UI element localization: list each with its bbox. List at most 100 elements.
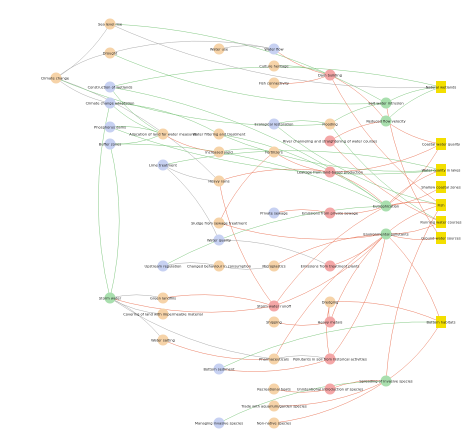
node-label: Water quality in lakes [422,168,461,172]
edge-water-filtering-to-eutrophication [218,133,387,207]
edge-dam-building-to-fish [329,74,442,206]
node-circle [213,260,225,272]
node-culture-heritage[interactable]: Culture heritage [259,60,289,72]
node-label: Water flow [264,47,283,51]
node-sludge[interactable]: Sludge from sewage treatment [191,217,248,229]
node-circle [104,18,116,30]
node-flooding[interactable]: Flooding [322,118,338,130]
node-heavy-metals[interactable]: Heavy metals [318,316,343,328]
edge-bottom-sediment-to-bottom-habitats [218,321,442,370]
node-bottom-sediment[interactable]: Bottom sediment [203,363,235,375]
node-upstream-regulation[interactable]: Upstream regulation [145,260,182,272]
node-water-salting[interactable]: Water salting [151,334,175,346]
node-label: Climate change [41,76,70,80]
node-label: Fish [438,203,445,207]
edge-climate-change-to-flooding [55,77,331,126]
node-emissions-private-sewage[interactable]: Emissions from private sewage [302,207,359,219]
node-water-quality-lakes[interactable]: Water quality in lakes [422,164,461,176]
node-label: Culture heritage [259,64,289,68]
node-managing-invasive[interactable]: Managing invasive species [195,417,243,429]
edge-dam-building-to-reduced-flow-velocity [329,74,387,122]
node-climate-adaptation[interactable]: Climate change adaptation [86,97,135,109]
node-circle [213,217,225,229]
node-eutrophication[interactable]: Eutrophication [373,200,399,212]
node-spreading-invasive[interactable]: Spreading of invasive species [359,375,413,387]
node-water-use[interactable]: Water use [210,43,229,55]
node-label: Heavy metals [318,320,343,324]
node-label: Trade with aquarium/garden species [240,404,307,408]
node-leakage-land-production[interactable]: Leakage from land-based production [297,166,363,178]
edge-upstream-regulation-to-eutrophication [162,205,387,267]
edge-river-channeling-to-running-water-courses [329,140,442,223]
edge-water-filtering-to-water-quality-lakes [218,133,442,172]
node-fish-connectivity[interactable]: Fish connectivity [259,77,290,89]
edge-climate-adaptation-to-water-filtering [109,102,220,135]
edge-microplastics-to-environmental-pollutants [273,233,387,267]
node-allocation-land[interactable]: Allocation of land for water measures [129,128,197,140]
node-circle [50,72,62,84]
node-covering-soil[interactable]: Covering of land with impermeable materi… [123,308,203,320]
node-climate-change[interactable]: Climate change [41,72,70,84]
node-circle [324,260,336,272]
node-square [436,199,446,211]
node-pollutants-historical[interactable]: Pollutants in soil from historical activ… [293,353,367,365]
node-label: Emissions from private sewage [302,211,359,215]
node-unintentional-intro[interactable]: Unintentional introduction of species [297,383,363,395]
node-pharmaceuticals[interactable]: Pharmaceuticals [259,353,289,365]
edge-spreading-invasive-to-bottom-habitats [385,321,442,382]
node-storm-water[interactable]: Storm water [99,292,122,304]
node-shallow-coastal-zones[interactable]: Shallow coastal zones [421,181,461,193]
node-storm-water-runoff[interactable]: Storm water runoff [257,300,292,312]
node-salt-water-intrusion[interactable]: Salt water intrusion [368,97,404,109]
node-heavy-rains[interactable]: Heavy rains [208,175,230,187]
node-ecological-restoration[interactable]: Ecological restoration [255,118,294,130]
node-fertilizers[interactable]: Fertilizers [265,146,283,158]
node-label: Bottom sediment [203,367,235,371]
node-emissions-treatment-plants[interactable]: Emissions from treatment plants [301,260,360,272]
node-running-water-courses[interactable]: Running water courses [420,216,462,228]
node-trade-aquarium[interactable]: Trade with aquarium/garden species [240,400,307,412]
edge-non-native-species-to-spreading-invasive [273,380,387,424]
node-label: Increased yield [205,150,232,154]
node-shipping[interactable]: Shipping [266,316,282,328]
node-label: Non-native species [257,421,291,425]
edge-storm-water-to-buffer-zones [109,143,120,299]
node-environmental-pollutants[interactable]: Environmental pollutants [363,228,409,240]
node-water-flow[interactable]: Water flow [264,43,284,55]
node-coastal-water-quality[interactable]: Coastal water quality [422,138,461,150]
node-reduced-flow-velocity[interactable]: Reduced flow velocity [366,115,407,127]
node-drought[interactable]: Drought [103,47,118,59]
node-square [436,232,446,244]
node-changed-behaviour[interactable]: Changed behaviour in consumption [187,260,251,272]
node-dam-building[interactable]: Dam building [318,69,342,81]
node-increased-yield[interactable]: Increased yield [205,146,233,158]
node-bottom-habitats[interactable]: Bottom habitats [427,316,456,328]
node-river-channeling[interactable]: River channeling and straightening of wa… [283,135,377,147]
node-sea-level-rise[interactable]: Sea level rise [98,18,123,30]
node-circle [380,375,392,387]
node-label: Leakage from land-based production [297,170,363,174]
node-label: Recreational boats [257,387,291,391]
node-buffer-zones[interactable]: Buffer zones [99,138,122,150]
node-lime-treatment[interactable]: Lime treatment [149,159,178,171]
node-circle [324,166,336,178]
node-natural-wetlands[interactable]: Natural wetlands [426,81,457,93]
node-circle [268,383,280,395]
node-construction-wetlands[interactable]: Construction of wetlands [88,81,133,93]
node-label: Dredging [322,300,339,304]
edge-construction-wetlands-to-allocation-land [109,86,164,135]
node-dredging[interactable]: Dredging [322,296,339,308]
node-non-native-species[interactable]: Non-native species [257,417,291,429]
node-microplastics[interactable]: Microplastics [262,260,286,272]
node-private-sewage[interactable]: Private sewage [260,207,288,219]
edge-water-quality-node-to-emissions-treatment-plants [218,239,331,267]
node-ground-water-sources[interactable]: Ground water sources [421,232,461,244]
node-water-quality-node[interactable]: Water quality [207,234,232,246]
edge-managing-invasive-to-spreading-invasive [218,380,387,424]
node-water-filtering[interactable]: Water filtering and treatment [193,128,246,140]
node-recreational-boats[interactable]: Recreational boats [257,383,291,395]
edge-sea-level-rise-to-natural-wetlands [109,23,442,89]
node-phosphorus-dams[interactable]: Phosphorus dams [94,121,126,133]
node-green-landfills[interactable]: Green landfills [150,292,176,304]
node-fish[interactable]: Fish [436,199,446,211]
